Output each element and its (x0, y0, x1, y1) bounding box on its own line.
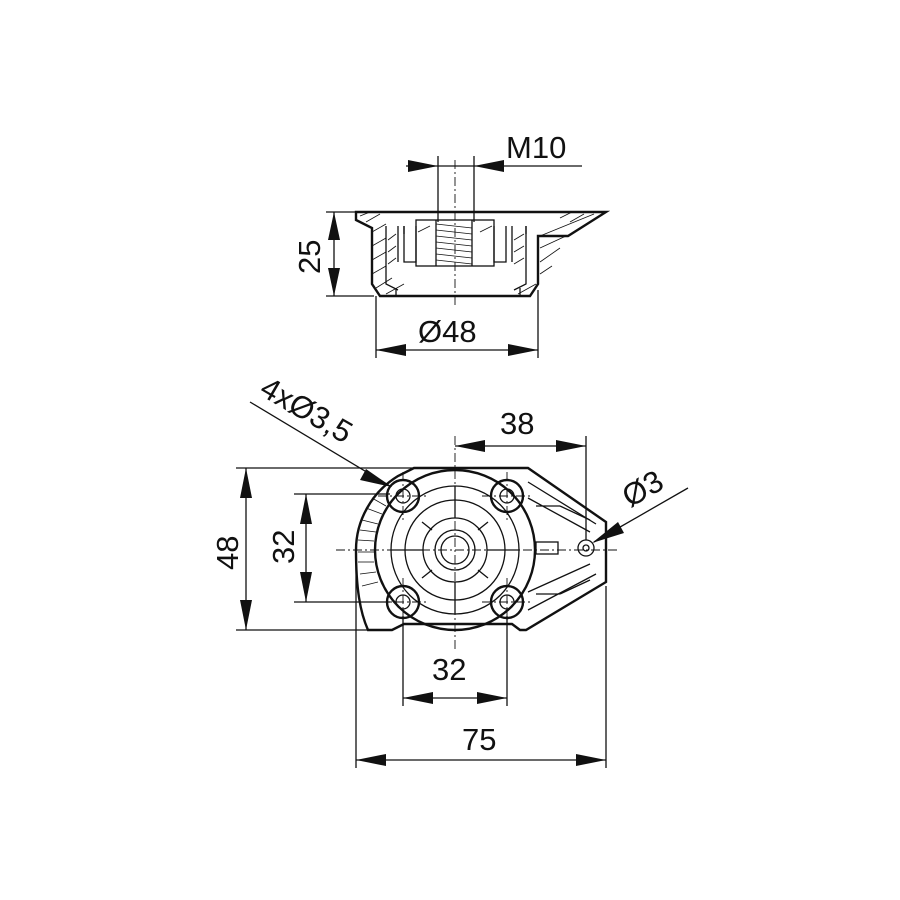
total-height-label: 48 (210, 536, 245, 570)
section-view (354, 160, 611, 308)
dimension-vertical-32: 32 (266, 493, 390, 603)
total-width-label: 75 (462, 722, 496, 757)
offset-label: 38 (500, 406, 534, 441)
hole-spacing-horizontal-label: 32 (432, 652, 466, 687)
height-label: 25 (292, 240, 327, 274)
dimension-width-75: 75 (355, 556, 607, 768)
small-hole (535, 539, 595, 557)
small-hole-label: Ø3 (616, 463, 669, 514)
diameter-label: Ø48 (418, 314, 477, 349)
plan-view (336, 436, 620, 650)
dimension-offset-38: 38 (455, 406, 587, 540)
dimension-height-25: 25 (292, 211, 374, 297)
dimension-m10: M10 (406, 130, 582, 222)
dimension-horizontal-32: 32 (402, 616, 508, 706)
dimension-height-48: 48 (210, 467, 414, 631)
dimension-diameter-48: Ø48 (375, 290, 539, 358)
dimension-holes: 4xØ3,5 (249, 370, 392, 487)
holes-label: 4xØ3,5 (255, 370, 359, 450)
hole-spacing-vertical-label: 32 (266, 530, 301, 564)
thread-label: M10 (506, 130, 566, 165)
